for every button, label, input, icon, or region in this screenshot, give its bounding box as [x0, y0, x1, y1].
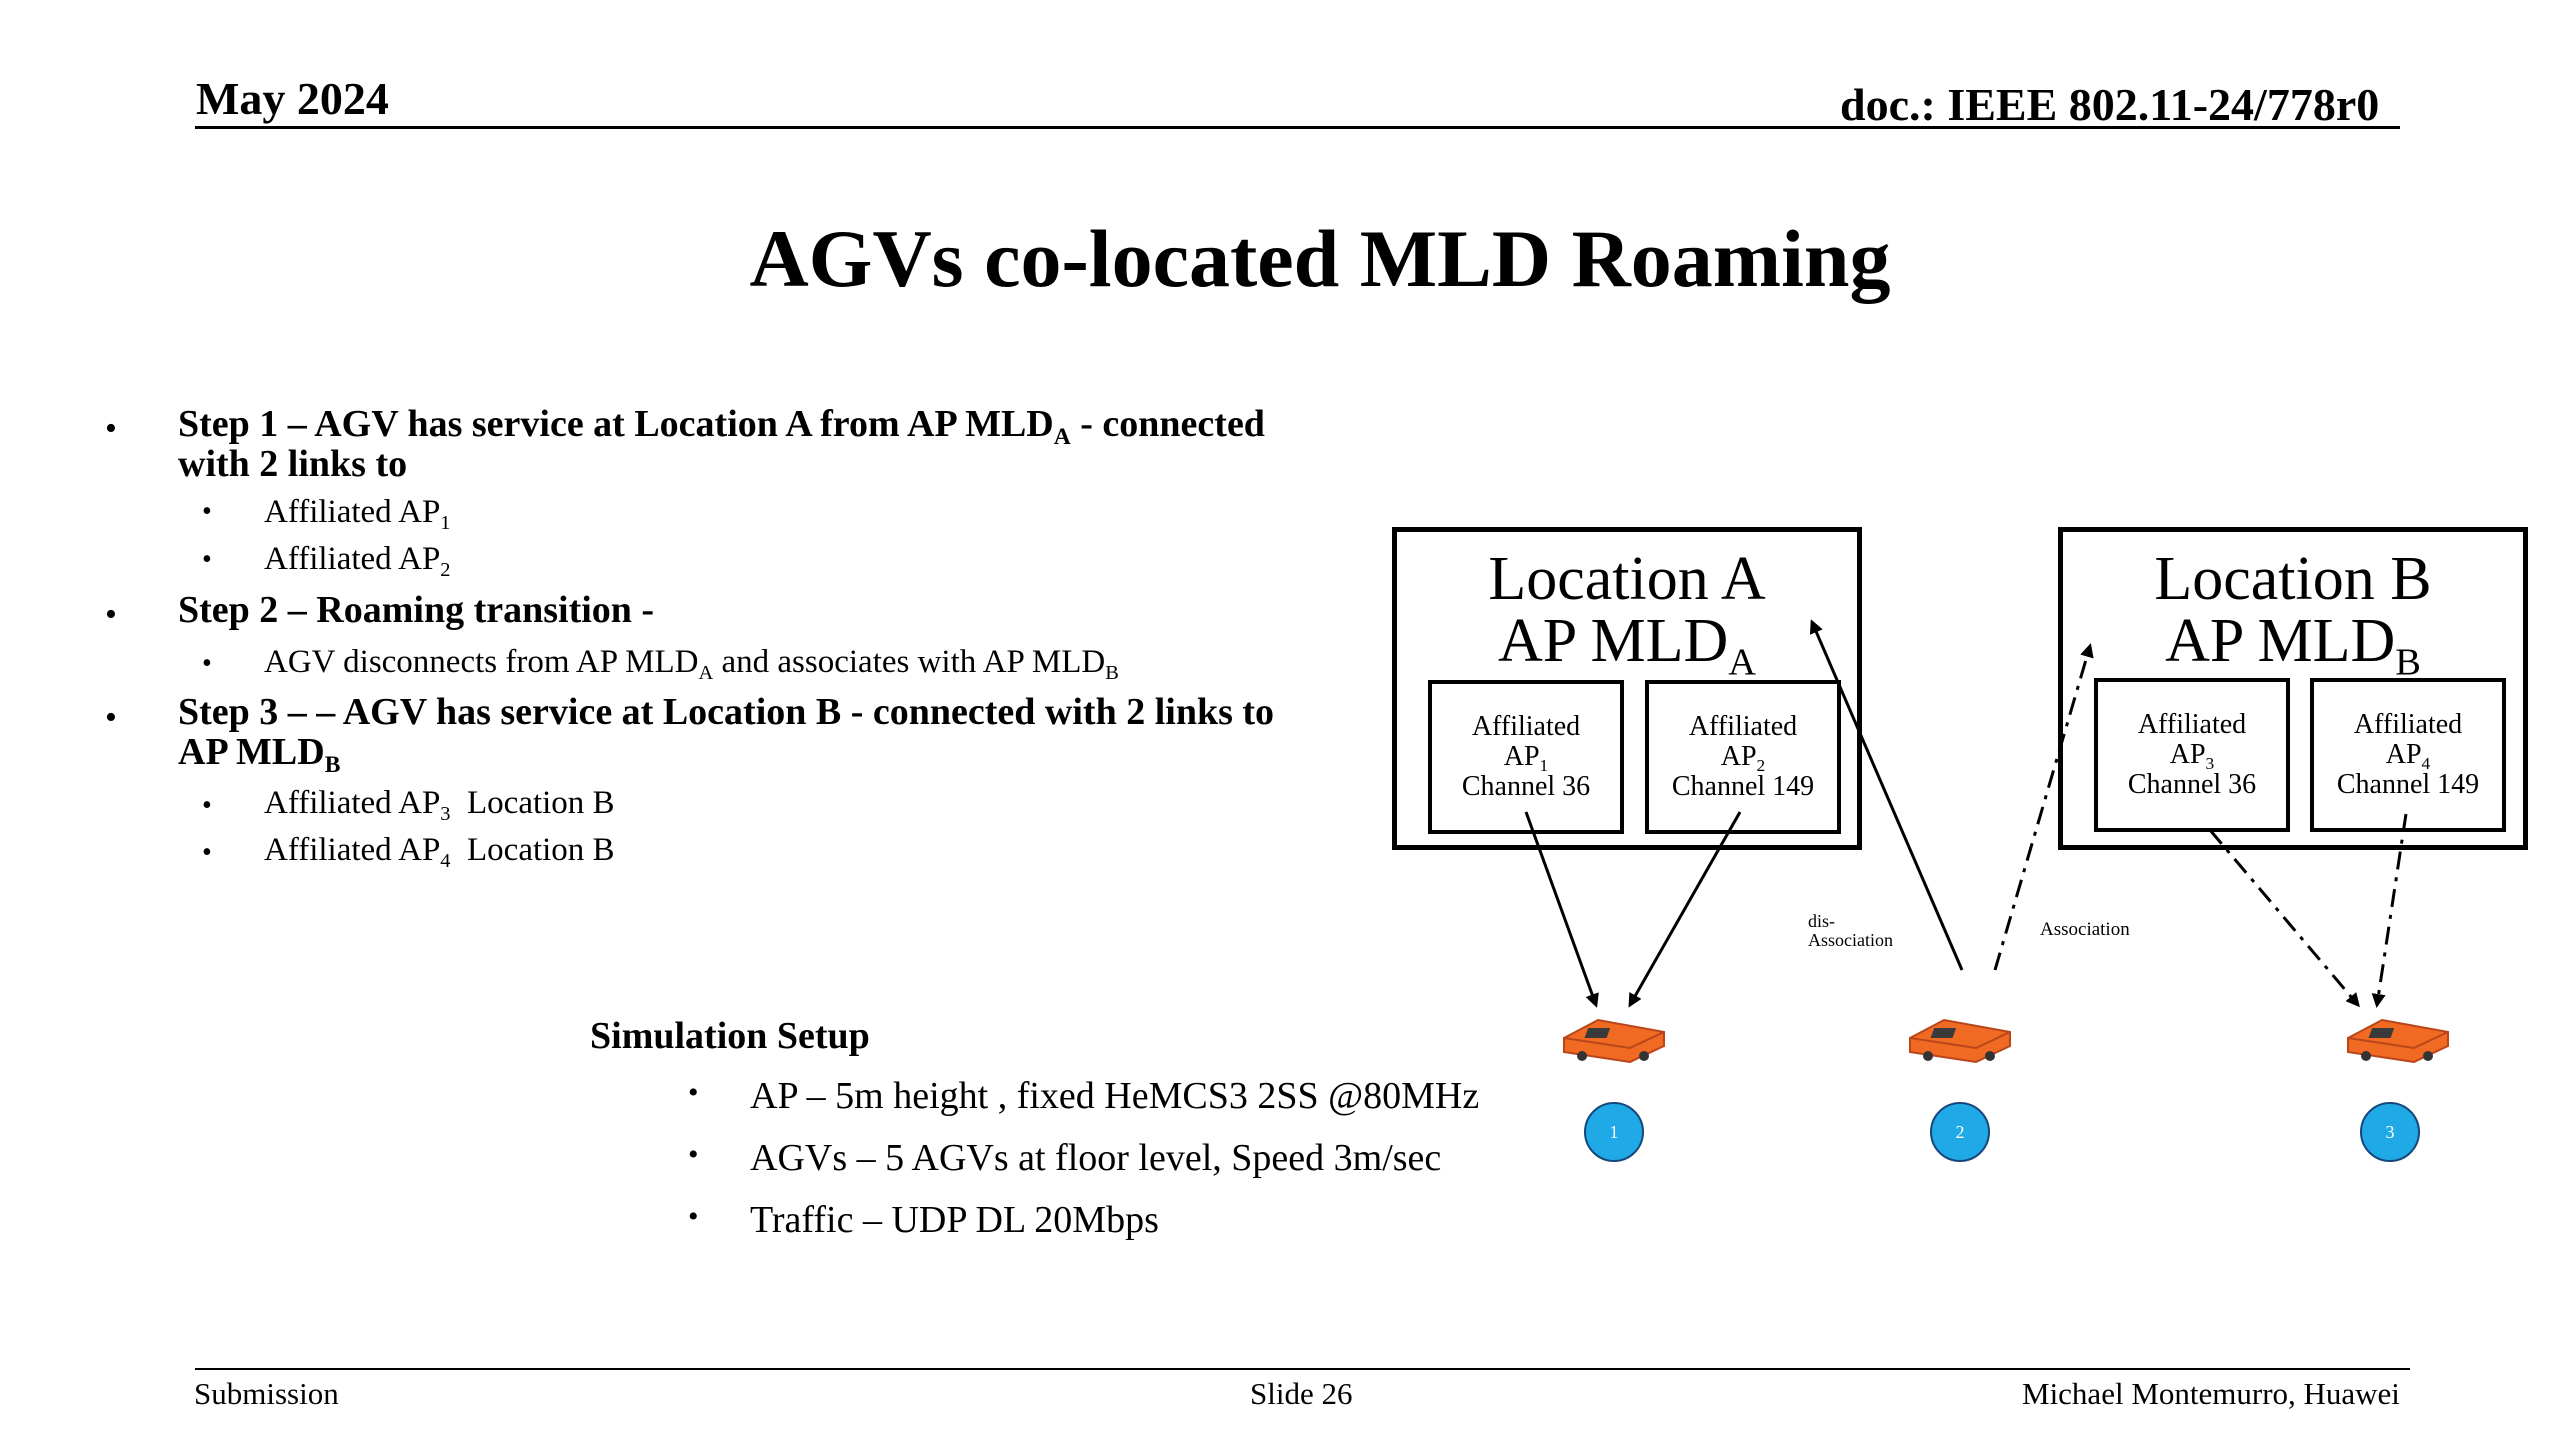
agv-position-marker-1: 1 [1584, 1102, 1644, 1162]
footer-rule [195, 1368, 2410, 1370]
link-arrow-ap3 [2210, 830, 2358, 1005]
agv-position-marker-3: 3 [2360, 1102, 2420, 1162]
agv-position-marker-2: 2 [1930, 1102, 1990, 1162]
footer-submission: Submission [194, 1376, 339, 1412]
slide-number: Slide 26 [1250, 1376, 1352, 1412]
agv-icon [1560, 1012, 1670, 1068]
agv-icon [1906, 1012, 2016, 1068]
association-label: Association [2040, 920, 2130, 940]
link-arrow-ap1 [1526, 812, 1596, 1005]
link-arrow-ap2 [1630, 812, 1740, 1005]
disassociation-label: dis-Association [1808, 912, 1893, 950]
agv-icon [2344, 1012, 2454, 1068]
link-arrow-ap4 [2377, 814, 2406, 1005]
footer-author: Michael Montemurro, Huawei [2022, 1376, 2400, 1412]
